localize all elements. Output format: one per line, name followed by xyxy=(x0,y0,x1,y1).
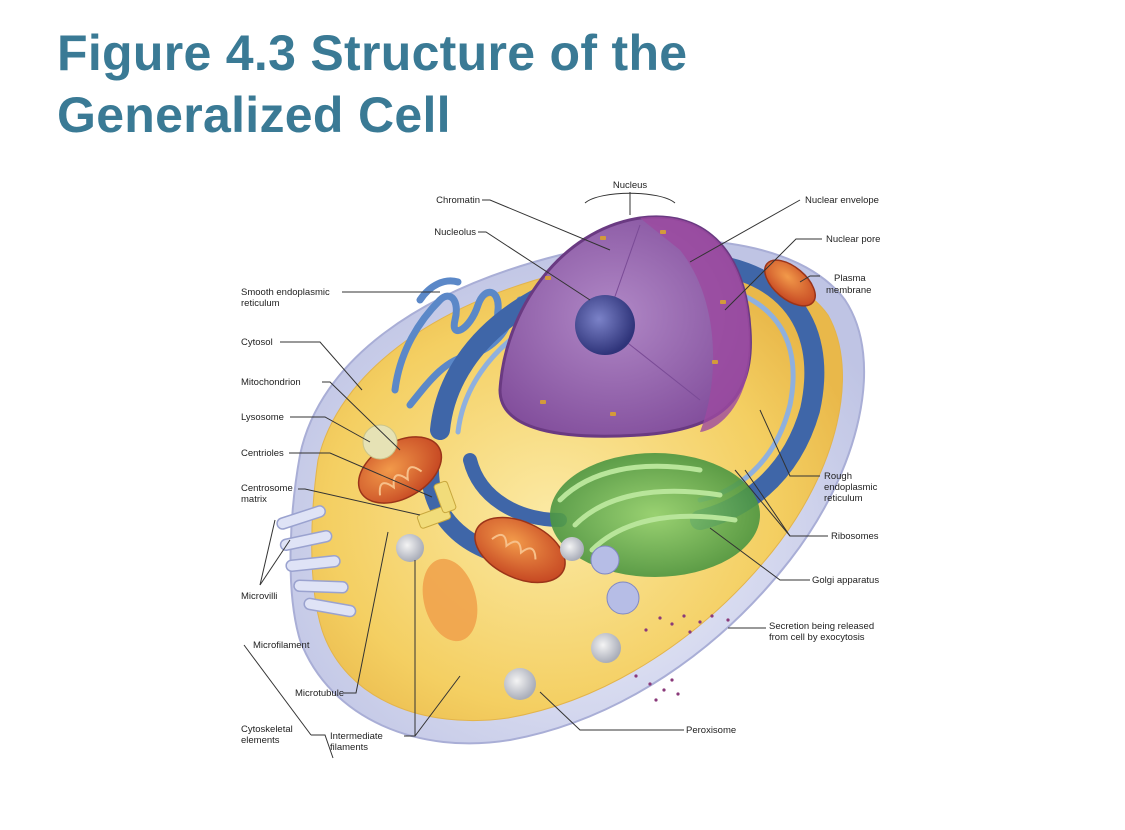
label-mitochondrion: Mitochondrion xyxy=(241,377,301,388)
title-line-2: Generalized Cell xyxy=(57,87,451,143)
secretion-dots xyxy=(634,614,730,702)
label-cytosol: Cytosol xyxy=(241,337,273,348)
vesicles-shapes xyxy=(396,534,640,700)
label-peroxisome: Peroxisome xyxy=(686,725,736,736)
label-plasma-membrane-1: Plasma xyxy=(834,273,866,284)
label-chromatin: Chromatin xyxy=(436,195,480,206)
label-smooth-er-1: Smooth endoplasmic xyxy=(241,287,330,298)
label-nuclear-envelope: Nuclear envelope xyxy=(805,195,879,206)
mitochondria-shapes xyxy=(357,259,816,584)
label-centrosome-2: matrix xyxy=(241,494,267,505)
label-smooth-er-2: reticulum xyxy=(241,298,280,309)
page-title: Figure 4.3 Structure of the Generalized … xyxy=(57,22,687,146)
label-secretion-1: Secretion being released xyxy=(769,621,874,632)
label-nucleolus: Nucleolus xyxy=(434,227,476,238)
label-nuclear-pore: Nuclear pore xyxy=(826,234,880,245)
label-rough-er-3: reticulum xyxy=(824,493,863,504)
label-lysosome: Lysosome xyxy=(241,412,284,423)
microvilli-shape xyxy=(276,505,357,618)
label-secretion-2: from cell by exocytosis xyxy=(769,632,865,643)
title-line-1: Figure 4.3 Structure of the xyxy=(57,25,688,81)
label-ribosomes: Ribosomes xyxy=(831,531,879,542)
label-microvilli: Microvilli xyxy=(241,591,277,602)
label-rough-er-2: endoplasmic xyxy=(824,482,878,493)
label-microtubule: Microtubule xyxy=(295,688,344,699)
lysosome-shape xyxy=(362,424,398,460)
label-intermediate-2: filaments xyxy=(330,742,368,753)
golgi-shape xyxy=(550,453,760,577)
label-microfilament: Microfilament xyxy=(253,640,310,651)
label-cytoskeletal-2: elements xyxy=(241,735,280,746)
leader-lines xyxy=(243,192,828,759)
label-intermediate-1: Intermediate xyxy=(330,731,383,742)
label-rough-er-1: Rough xyxy=(824,471,852,482)
nucleolus-shape xyxy=(575,295,635,355)
label-golgi: Golgi apparatus xyxy=(812,575,879,586)
label-cytoskeletal-1: Cytoskeletal xyxy=(241,724,293,735)
label-plasma-membrane-2: membrane xyxy=(826,285,871,296)
lower-organelle-shape xyxy=(422,558,478,642)
centrioles-shape xyxy=(416,480,457,529)
label-nucleus: Nucleus xyxy=(613,180,648,191)
label-centrosome-1: Centrosome xyxy=(241,483,293,494)
label-centrioles: Centrioles xyxy=(241,448,284,459)
